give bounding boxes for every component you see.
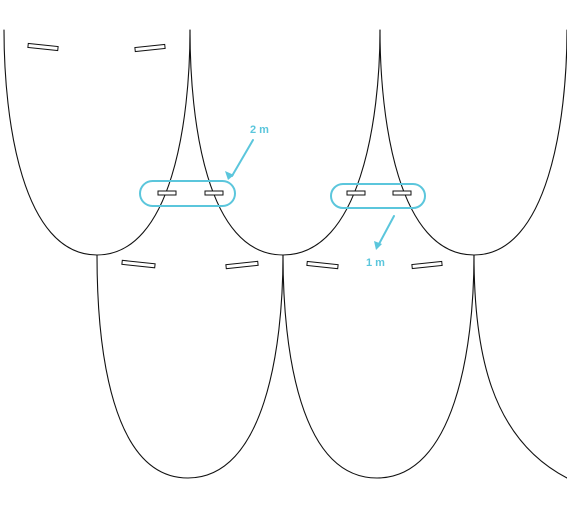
left-overlap-arrowhead: [225, 171, 234, 180]
lower-right-partial-scallop: [473, 254, 567, 479]
lower-middle-scallop: [282, 254, 475, 479]
lower-left-scallop: [96, 254, 284, 479]
upper-left-scallop: [3, 29, 191, 256]
slot-overlap-left-2: [204, 190, 224, 196]
right-overlap-arrowhead: [374, 241, 382, 250]
left-overlap-arrow: [231, 139, 254, 177]
right-overlap-label: 1 m: [366, 257, 385, 269]
left-overlap-callout-box: [139, 180, 236, 207]
left-overlap-label: 2 m: [250, 124, 269, 136]
right-overlap-callout-box: [330, 183, 426, 209]
upper-middle-scallop: [189, 29, 381, 256]
right-overlap-callout: 1 m: [330, 183, 426, 269]
scallop-curves: [3, 29, 567, 479]
slot-lower-middle-2: [411, 260, 443, 270]
slot-overlap-right-2: [392, 190, 412, 196]
slot-overlap-left-1: [157, 190, 177, 196]
slot-overlap-right-1: [346, 190, 366, 196]
slot-lower-middle-1: [306, 260, 339, 270]
slot-upper-left-2: [134, 43, 166, 53]
slot-markers: [27, 42, 443, 270]
slot-upper-left-1: [27, 42, 59, 52]
slot-lower-left-2: [225, 260, 259, 270]
right-overlap-arrow: [378, 215, 395, 245]
left-overlap-callout: 2 m: [139, 124, 269, 207]
slot-lower-left-1: [121, 259, 156, 269]
upper-right-scallop: [379, 29, 567, 256]
